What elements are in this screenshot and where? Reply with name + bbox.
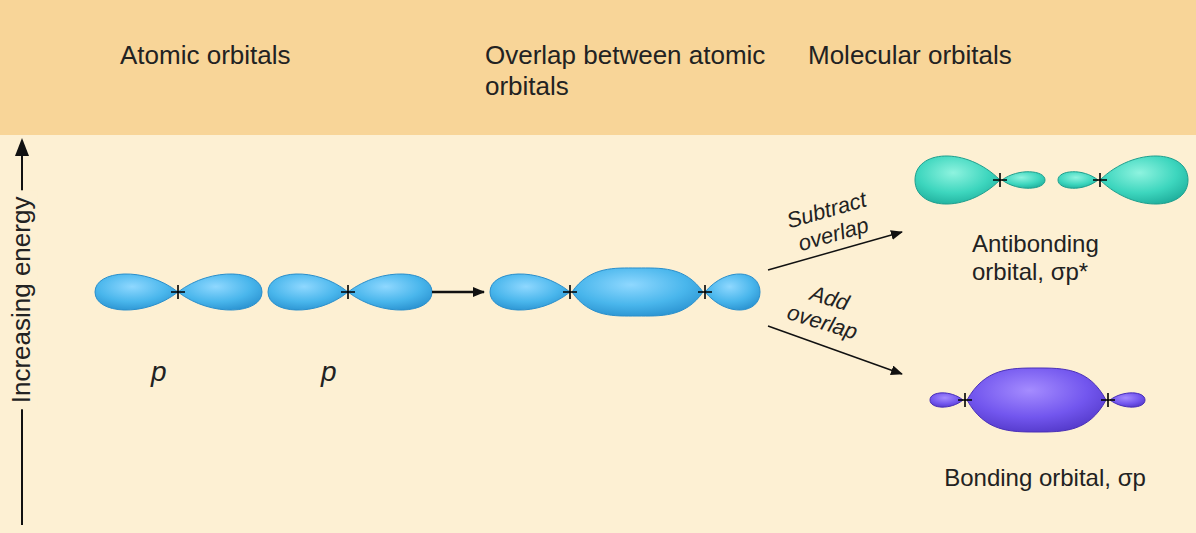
nucleus-mark <box>171 173 1115 407</box>
arrow-label: Add overlap <box>771 271 881 349</box>
orbital-name: Bonding orbital, σp <box>944 464 1146 492</box>
column-heading: Molecular orbitals <box>808 40 1168 71</box>
p-orbital <box>95 274 262 310</box>
p-orbital <box>268 274 432 310</box>
antibonding-orbital <box>915 156 1188 204</box>
orbital-label: p <box>151 356 191 388</box>
arrow-label: Subtract overlap <box>770 183 890 262</box>
process-arrow <box>432 291 484 294</box>
header-band: Atomic orbitals Overlap between atomic or… <box>0 0 1196 135</box>
axis-label: Increasing energy <box>7 191 37 410</box>
orbital-name: Antibonding orbital, σp* <box>972 230 1172 285</box>
orbital-label: p <box>321 356 361 388</box>
overlap-orbitals <box>490 268 760 316</box>
bonding-orbital <box>930 368 1145 432</box>
column-heading: Overlap between atomic orbitals <box>485 40 785 102</box>
column-heading: Atomic orbitals <box>120 40 380 71</box>
